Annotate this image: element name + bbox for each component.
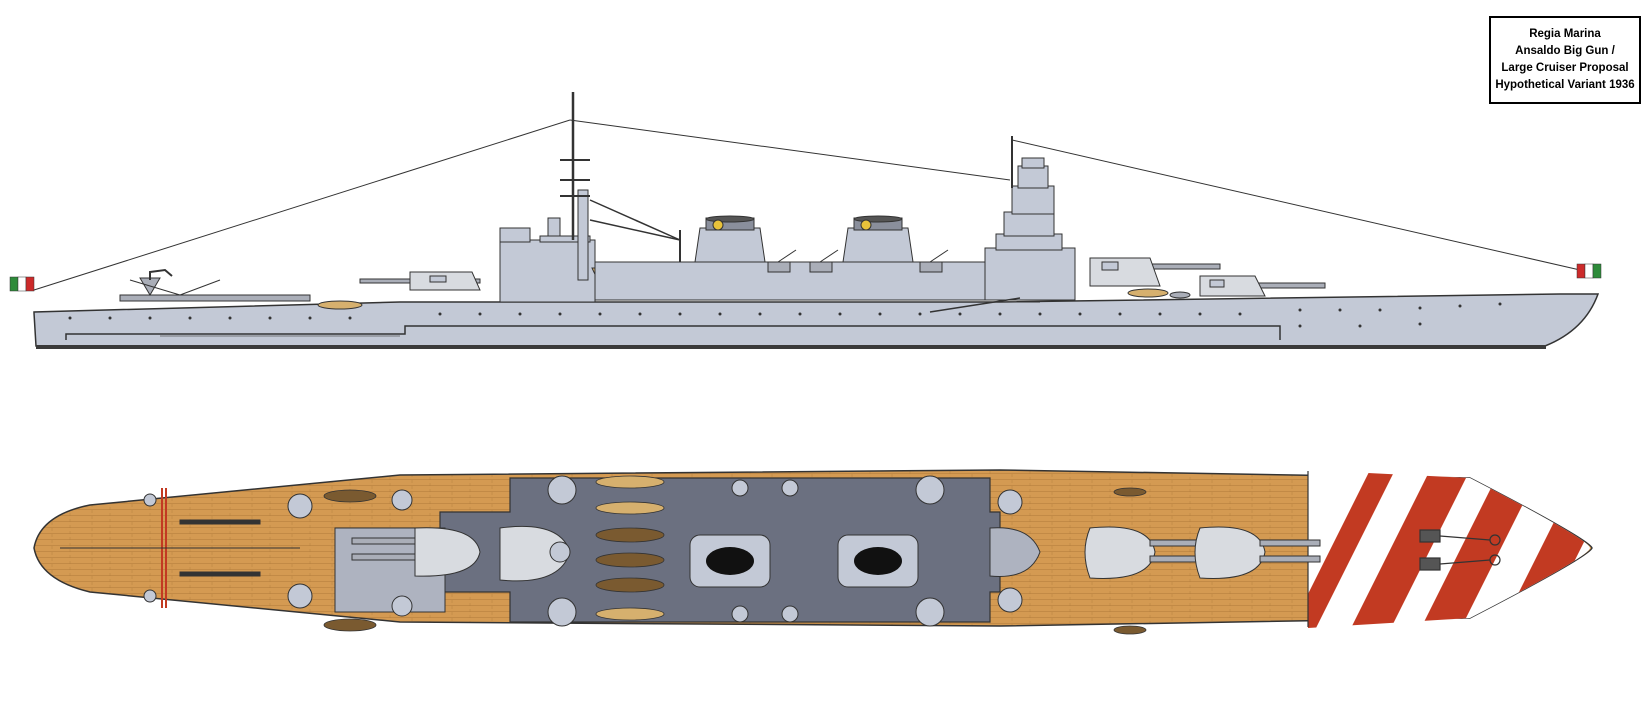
stern-crane — [149, 268, 173, 280]
bridge-plan — [989, 527, 1041, 577]
anchor-gear-plan — [1419, 529, 1501, 571]
aft-main-turret-plan — [351, 527, 481, 577]
forward-turret-b-plan — [1084, 526, 1211, 579]
bow-recognition-stripes — [1308, 470, 1590, 628]
bridge-tower — [984, 136, 1076, 301]
funnel-fwd — [842, 215, 914, 263]
funnel-fwd-plan — [837, 534, 919, 588]
forward-turret-b — [1089, 257, 1221, 287]
funnel-aft — [694, 215, 766, 263]
plan-view — [33, 469, 1593, 635]
title-block: Regia Marina Ansaldo Big Gun / Large Cru… — [1489, 16, 1641, 104]
secondary-guns — [767, 249, 949, 273]
boot-topping — [36, 345, 1546, 349]
title-line-builder: Ansaldo Big Gun / — [1515, 45, 1615, 57]
rear-mast-plan — [499, 525, 571, 582]
title-line-navy: Regia Marina — [1529, 28, 1601, 40]
aft-main-turret — [359, 271, 481, 291]
boats-plan — [323, 475, 1147, 635]
portholes — [68, 302, 1502, 328]
midship-deckhouse — [594, 261, 1016, 301]
aft-superstructure — [499, 217, 596, 303]
forward-boats — [1127, 288, 1191, 299]
secondary-mounts-plan — [287, 475, 1023, 627]
rigging-lines — [33, 119, 1581, 291]
title-line-variant: Hypothetical Variant 1936 — [1495, 79, 1635, 91]
aircraft-catapult — [119, 277, 311, 302]
forward-turret-a — [1199, 275, 1326, 297]
aft-boat — [317, 300, 363, 310]
title-line-type: Large Cruiser Proposal — [1501, 62, 1629, 74]
main-mast — [560, 92, 681, 281]
armor-belt — [65, 325, 1281, 340]
stern-fittings-plan — [60, 493, 300, 603]
forward-turret-a-plan — [1194, 526, 1321, 579]
bow-flag-icon — [1576, 263, 1602, 279]
funnel-aft-plan — [689, 534, 771, 588]
stern-flag-icon — [9, 276, 35, 292]
hull-side — [33, 293, 1600, 347]
side-profile-view — [9, 92, 1602, 349]
